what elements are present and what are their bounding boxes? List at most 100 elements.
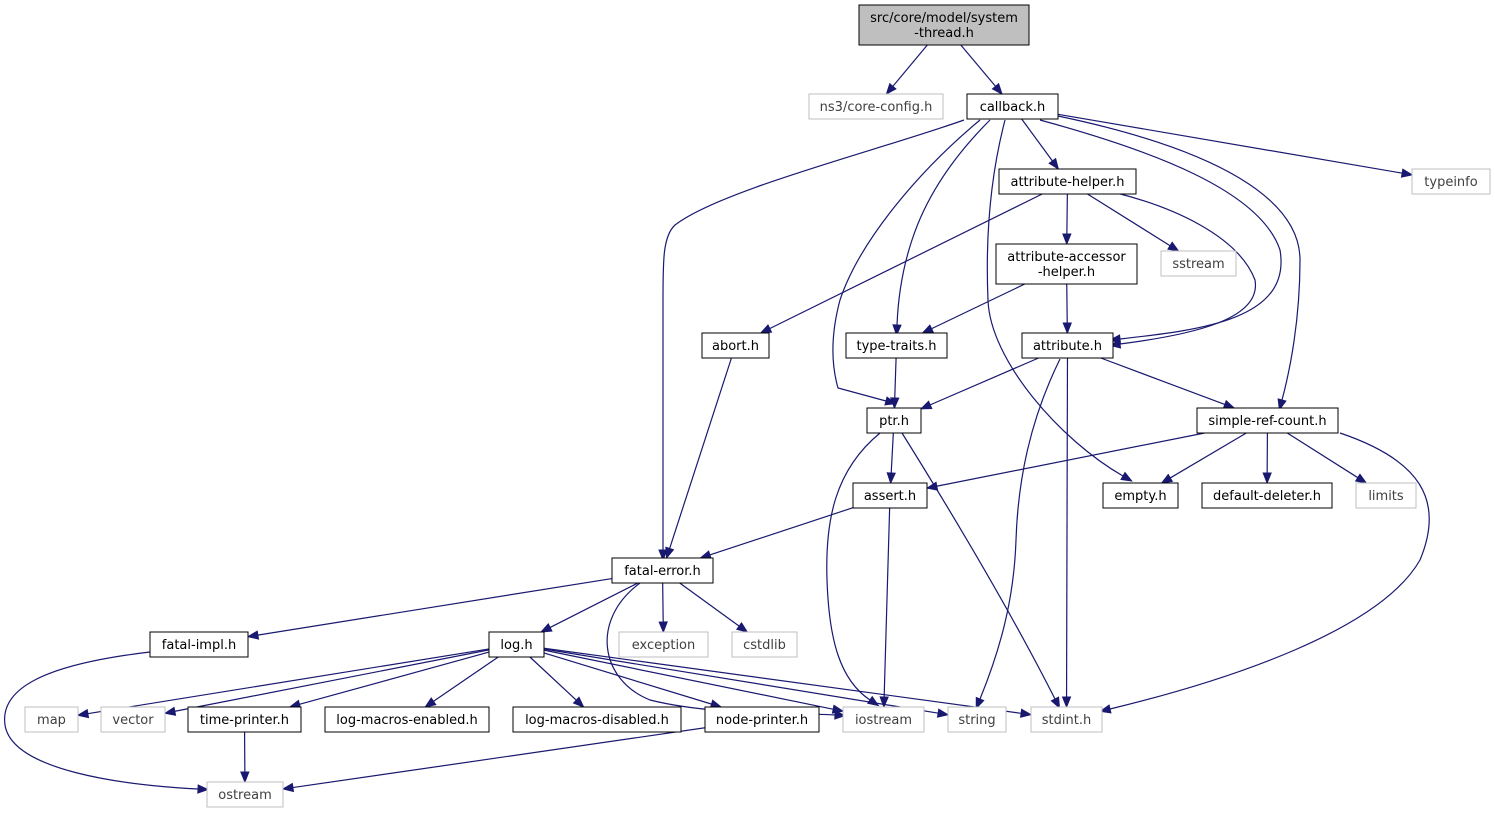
node-box [852, 482, 928, 509]
node-box [149, 631, 249, 658]
node-ptr[interactable]: ptr.h [866, 407, 922, 434]
node-label: fatal-error.h [624, 564, 701, 579]
node-empty[interactable]: empty.h [1102, 482, 1179, 509]
edge-ptr-to-stdint [901, 432, 1061, 710]
node-box [1030, 706, 1103, 733]
edge-log-to-map [76, 648, 490, 719]
node-cstdlib: cstdlib [731, 631, 798, 658]
edge-fatal-error-to-cstdlib [679, 582, 749, 633]
node-abort[interactable]: abort.h [701, 332, 770, 359]
node-box [1102, 482, 1179, 509]
node-simple-ref-count[interactable]: simple-ref-count.h [1196, 407, 1339, 434]
node-box [618, 631, 709, 658]
node-typeinfo: typeinfo [1411, 168, 1491, 195]
edge-simple-ref-count-to-empty [1160, 432, 1247, 484]
node-map: map [24, 706, 79, 733]
edge-log-to-time-printer [288, 651, 490, 709]
node-box [701, 332, 770, 359]
node-box [995, 243, 1138, 285]
edge-callback-to-type-traits [892, 119, 991, 337]
node-ns3-core-config: ns3/core-config.h [808, 93, 944, 120]
edge-fatal-error-to-fatal-impl [246, 577, 613, 640]
edge-fatal-error-to-exception [658, 582, 668, 634]
edge-time-printer-to-ostream [240, 731, 250, 784]
node-default-deleter[interactable]: default-deleter.h [1201, 482, 1333, 509]
node-label: cstdlib [743, 638, 786, 653]
node-box [808, 93, 944, 120]
node-fatal-error[interactable]: fatal-error.h [611, 557, 714, 584]
edge-attribute-helper-to-attribute [1089, 186, 1256, 349]
node-vector: vector [100, 706, 166, 733]
node-fatal-impl[interactable]: fatal-impl.h [149, 631, 249, 658]
nodes-layer: src/core/model/system-thread.h ns3/core-c… [24, 4, 1491, 808]
node-box [947, 706, 1007, 733]
node-sstream: sstream [1160, 250, 1237, 277]
node-box [100, 706, 166, 733]
node-label: log.h [500, 638, 532, 653]
edge-callback-to-ptr [832, 119, 981, 406]
node-label: default-deleter.h [1213, 489, 1321, 504]
node-label: -helper.h [1038, 265, 1095, 280]
node-time-printer[interactable]: time-printer.h [187, 706, 302, 733]
node-label: attribute-accessor [1007, 250, 1126, 265]
node-attribute-accessor-helper[interactable]: attribute-accessor-helper.h [995, 243, 1138, 285]
node-attribute[interactable]: attribute.h [1021, 332, 1114, 359]
node-node-printer[interactable]: node-printer.h [704, 706, 820, 733]
node-label: sstream [1172, 257, 1224, 272]
edge-simple-ref-count-to-assert [925, 432, 1205, 491]
node-label: callback.h [980, 100, 1046, 115]
node-label: node-printer.h [716, 713, 808, 728]
node-box [206, 781, 284, 808]
edge-callback-to-typeinfo [1057, 113, 1414, 178]
node-box [1021, 332, 1114, 359]
edge-log-to-log-macros-enabled [424, 656, 499, 708]
edge-log-to-vector [163, 649, 490, 716]
node-label: string [958, 713, 995, 728]
node-label: ns3/core-config.h [820, 100, 933, 115]
node-label: attribute.h [1033, 339, 1102, 354]
node-iostream: iostream [842, 706, 925, 733]
edge-attribute-helper-to-attribute-accessor-helper [1062, 193, 1072, 246]
node-label: time-printer.h [200, 713, 289, 728]
node-label: log-macros-disabled.h [525, 713, 669, 728]
node-box [731, 631, 798, 658]
node-box [998, 168, 1137, 195]
edge-attribute-helper-to-sstream [1087, 193, 1180, 252]
edge-log-to-log-macros-disabled [529, 656, 585, 708]
edge-callback-to-empty [986, 119, 1133, 482]
node-type-traits[interactable]: type-traits.h [845, 332, 948, 359]
edge-ptr-to-assert [886, 432, 896, 485]
node-box [1355, 482, 1417, 509]
node-label: typeinfo [1424, 175, 1477, 190]
edge-attribute-to-stdint [1061, 357, 1072, 709]
node-callback[interactable]: callback.h [966, 93, 1059, 120]
node-limits: limits [1355, 482, 1417, 509]
edge-log-to-iostream [543, 649, 845, 714]
node-label: ptr.h [879, 414, 909, 429]
node-log[interactable]: log.h [488, 631, 545, 658]
edge-simple-ref-count-to-limits [1286, 432, 1368, 484]
node-attribute-helper[interactable]: attribute-helper.h [998, 168, 1137, 195]
edges-layer [4, 44, 1430, 794]
edge-attribute-to-simple-ref-count [1100, 357, 1236, 409]
edge-type-traits-to-ptr [890, 357, 900, 410]
node-label: type-traits.h [857, 339, 937, 354]
node-label: iostream [855, 713, 912, 728]
node-box [842, 706, 925, 733]
node-log-macros-enabled[interactable]: log-macros-enabled.h [324, 706, 490, 733]
edge-root-to-callback [960, 44, 1003, 96]
edge-fatal-impl-to-ostream [4, 651, 210, 794]
edge-attribute-accessor-helper-to-type-traits [921, 283, 1026, 334]
node-string: string [947, 706, 1007, 733]
node-label: exception [632, 638, 696, 653]
node-label: log-macros-enabled.h [336, 713, 477, 728]
node-assert[interactable]: assert.h [852, 482, 928, 509]
edge-attribute-accessor-helper-to-attribute [1062, 283, 1072, 335]
node-log-macros-disabled[interactable]: log-macros-disabled.h [512, 706, 682, 733]
node-label: stdint.h [1042, 713, 1091, 728]
node-label: -thread.h [914, 26, 974, 41]
node-root[interactable]: src/core/model/system-thread.h [858, 4, 1030, 46]
node-label: assert.h [864, 489, 916, 504]
node-label: map [37, 713, 66, 728]
